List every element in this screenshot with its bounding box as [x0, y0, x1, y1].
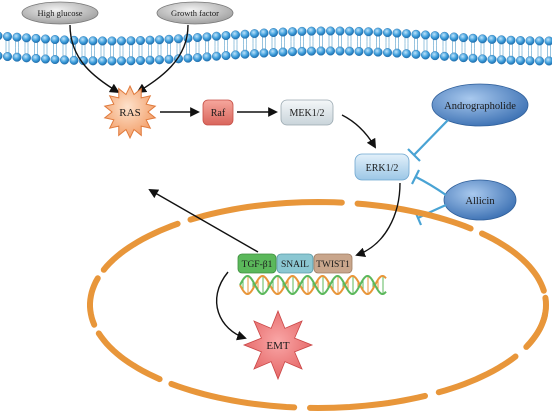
- twist1-label: TWIST1: [316, 260, 350, 270]
- high-glucose-label: High glucose: [37, 8, 82, 18]
- growth-factor-node: Growth factor: [156, 1, 234, 25]
- ras-node: RAS: [103, 84, 157, 140]
- allicin-label: Allicin: [465, 196, 495, 207]
- high-glucose-node: High glucose: [21, 1, 99, 25]
- emt-node: EMT: [242, 309, 314, 381]
- andrographolide-label: Andrographolide: [444, 101, 516, 112]
- raf-label: Raf: [211, 108, 226, 119]
- ras-label: RAS: [119, 107, 140, 119]
- arrow-growth-to-ras: [136, 24, 189, 94]
- tgf-beta1-box: TGF-β1: [237, 253, 277, 274]
- andrographolide-node: Andrographolide: [431, 83, 529, 127]
- arrow-nucleus-export: [148, 189, 259, 253]
- arrow-mek-to-erk: [341, 114, 376, 149]
- snail-label: SNAIL: [281, 260, 309, 270]
- arrow-to-emt: [216, 271, 247, 341]
- tgf-beta1-label: TGF-β1: [242, 260, 273, 270]
- dna-helix: [239, 275, 387, 295]
- nuclear-envelope: [87, 198, 550, 412]
- arrow-glucose-to-ras: [69, 24, 120, 94]
- allicin-node: Allicin: [443, 179, 517, 221]
- mek-label: MEK1/2: [290, 108, 325, 119]
- twist1-box: TWIST1: [313, 253, 353, 274]
- emt-label: EMT: [266, 340, 290, 352]
- erk-node: ERK1/2: [354, 153, 410, 181]
- erk-label: ERK1/2: [366, 163, 399, 174]
- mek-node: MEK1/2: [280, 99, 334, 126]
- snail-box: SNAIL: [276, 253, 314, 274]
- growth-factor-label: Growth factor: [171, 8, 219, 18]
- inhibit-andrographolide-erk: [407, 119, 449, 162]
- arrow-erk-to-nucleus: [355, 182, 401, 257]
- inhibit-allicin-erk: [411, 169, 447, 196]
- cell-membrane: [0, 26, 552, 66]
- raf-node: Raf: [202, 99, 234, 126]
